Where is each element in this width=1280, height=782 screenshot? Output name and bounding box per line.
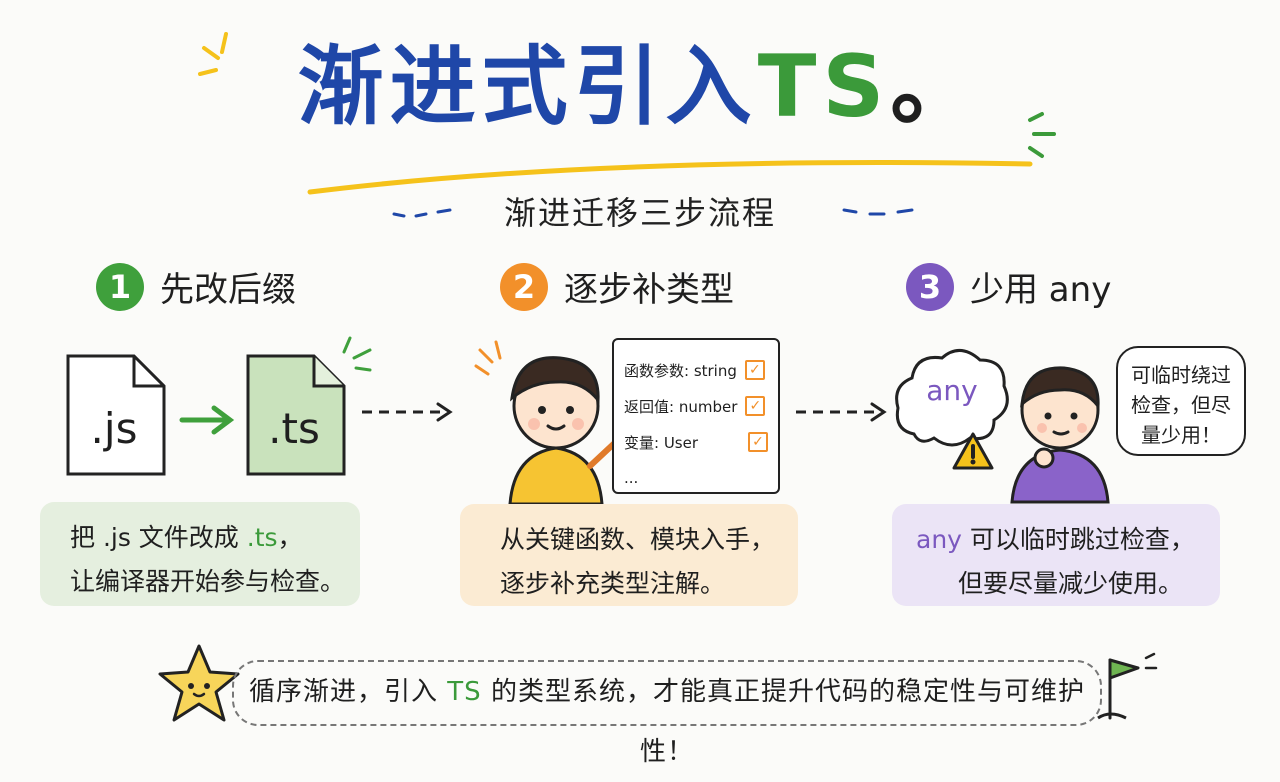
step1-desc-line2: 让编译器开始参与检查。: [70, 567, 346, 596]
file-js-label: .js: [90, 404, 138, 453]
title-end-text: 。: [890, 37, 983, 137]
step2-desc-line1: 从关键函数、模块入手，: [500, 525, 776, 554]
title-sparkle-right-icon: [1028, 112, 1056, 158]
type-checklist-note: 函数参数: string✓ 返回值: number✓ 变量: User✓ ...: [612, 338, 780, 494]
step1-desc-line1: 把 .js 文件改成 .ts，: [70, 523, 303, 552]
speech-text: 可临时绕过检查，但尽量少用！: [1131, 363, 1231, 447]
checklist-item: 返回值: number✓: [624, 388, 768, 424]
step2-description-box: 从关键函数、模块入手， 逐步补充类型注解。: [460, 504, 798, 606]
title-ts-text: TS: [757, 37, 891, 137]
title-sparkle-left-icon: [198, 32, 228, 76]
boy-thinking-illustration: [1010, 366, 1110, 504]
step2-heading: 2 逐步补类型: [500, 262, 734, 311]
star-icon: [158, 644, 240, 722]
arrow-right-icon: [179, 405, 235, 435]
dashed-arrow-1-icon: [362, 402, 453, 422]
step1-heading: 1 先改后缀: [96, 262, 296, 311]
cloud-icon: [895, 349, 1009, 447]
flag-icon: [1097, 652, 1158, 720]
step3-title: 少用 any: [970, 270, 1112, 310]
checklist-item: 函数参数: string✓: [624, 352, 768, 388]
step2-title: 逐步补类型: [564, 270, 734, 310]
step1-description-box: 把 .js 文件改成 .ts， 让编译器开始参与检查。: [40, 502, 360, 606]
file-ts-sparkle-icon: [342, 336, 372, 372]
check-icon: ✓: [748, 432, 768, 452]
speech-bubble: 可临时绕过检查，但尽量少用！: [1116, 346, 1246, 456]
step2-badge: 2: [500, 262, 548, 311]
title-text: 渐进式引入: [297, 37, 758, 137]
checklist-item: 变量: User✓: [624, 424, 768, 460]
step3-desc-line2: 但要尽量减少使用。: [958, 569, 1184, 598]
step3-badge: 3: [906, 262, 954, 311]
checklist-more: ...: [624, 469, 639, 487]
subtitle-dash-left-icon: [392, 208, 452, 218]
file-ts-label: .ts: [268, 404, 320, 453]
cloud-any-label: any: [926, 374, 978, 407]
subtitle-dash-right-icon: [842, 208, 914, 216]
dashed-arrow-2-icon: [796, 402, 887, 422]
subtitle: 渐进迁移三步流程: [503, 194, 776, 232]
step3-desc-line1: any 可以临时跳过检查，: [916, 525, 1195, 554]
file-ts-icon: [246, 354, 346, 476]
footer-summary: 循序渐进，引入 TS 的类型系统，才能真正提升代码的稳定性与可维护性！: [232, 660, 1102, 767]
step3-heading: 3 少用 any: [906, 262, 1111, 311]
file-js-icon: [66, 354, 166, 476]
step1-badge: 1: [96, 262, 144, 311]
step3-description-box: any 可以临时跳过检查， 但要尽量减少使用。: [892, 504, 1220, 606]
page-title: 渐进式引入TS。: [0, 38, 1280, 137]
check-icon: ✓: [745, 396, 766, 416]
warning-icon: [952, 432, 994, 470]
step2-desc-line2: 逐步补充类型注解。: [500, 569, 726, 598]
title-underline-icon: [307, 160, 1033, 195]
check-icon: ✓: [744, 360, 765, 380]
step1-title: 先改后缀: [160, 270, 296, 310]
